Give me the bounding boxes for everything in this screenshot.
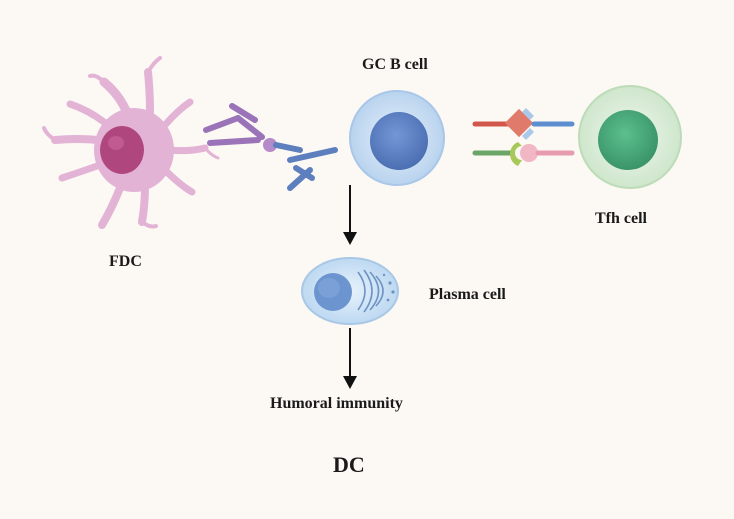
ligand-ball [520, 144, 538, 162]
receptor-cup [510, 142, 522, 166]
plasma-vesicles [382, 273, 395, 302]
tfh-cell-label: Tfh cell [595, 210, 647, 227]
bcr-arm [273, 142, 303, 153]
gc-b-cell [349, 90, 445, 186]
arrow-to-plasma [343, 185, 357, 245]
antibody-arm [207, 137, 261, 146]
bcr-arm [287, 147, 338, 163]
plasma-cell-label: Plasma cell [429, 286, 506, 303]
humoral-immunity-label: Humoral immunity [270, 395, 403, 412]
plasma-cell [301, 257, 399, 325]
fdc-label: FDC [109, 253, 142, 270]
tfh-nucleus [598, 110, 658, 170]
antibody-arm [203, 115, 241, 133]
gc-b-cell-label: GC B cell [362, 56, 428, 73]
plasma-er-lines [357, 269, 384, 313]
antigen-node [263, 138, 277, 152]
bcr-arm [287, 167, 313, 191]
arrow-to-humoral [343, 328, 357, 389]
antibody-arm [229, 103, 258, 123]
fdc-cell [42, 56, 220, 229]
antibody-arm [235, 115, 265, 140]
b-tfh-interaction [472, 108, 575, 166]
b-cell-nucleus [370, 112, 428, 170]
tfh-cell [578, 85, 682, 189]
antibody-complex [203, 103, 338, 191]
caption: DC [333, 452, 365, 477]
fdc-nucleus [100, 126, 144, 174]
